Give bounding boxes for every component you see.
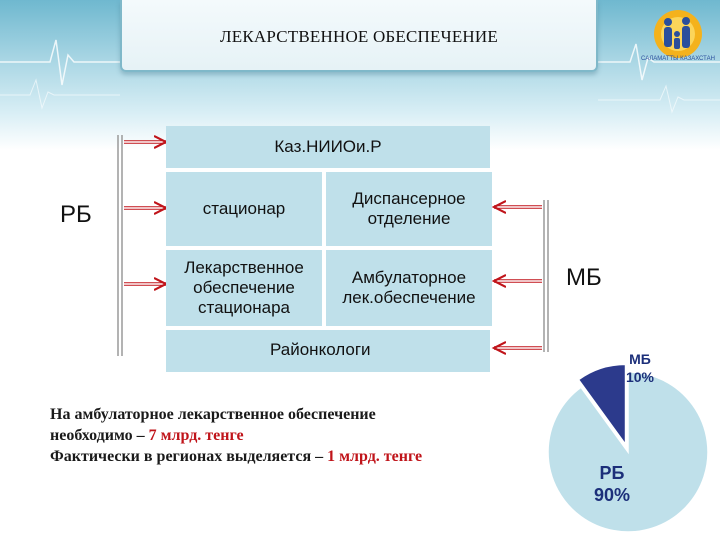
pie-label-mb-value: 10% (625, 369, 655, 385)
note-line-3: Фактически в регионах выделяется – 1 млр… (50, 448, 423, 465)
funding-note: На амбулаторное лекарственное обеспечени… (50, 404, 490, 467)
pie-label-mb-name: МБ (629, 351, 651, 367)
family-icon (664, 17, 690, 49)
title-panel: ЛЕКАРСТВЕННОЕ ОБЕСПЕЧЕНИЕ (120, 0, 598, 72)
left-bracket (117, 135, 123, 356)
pie-label-rb-value: 90% (593, 485, 631, 505)
page-title: ЛЕКАРСТВЕННОЕ ОБЕСПЕЧЕНИЕ (220, 27, 498, 46)
box-dispensary: Диспансерное отделение (326, 172, 492, 246)
note-line-1: На амбулаторное лекарственное обеспечени… (50, 406, 376, 423)
allocated-amount: 1 млрд. тенге (327, 448, 423, 465)
note-line-2: необходимо – 7 млрд. тенге (50, 427, 244, 444)
box-inpatient-drug-supply: Лекарственное обеспечение стационара (166, 250, 322, 326)
pie-label-rb: РБ 90% (580, 462, 644, 506)
box-kaznii: Каз.НИИОи.Р (166, 126, 490, 168)
ecg-line-decoration (0, 39, 720, 114)
mb-label: МБ (566, 264, 602, 291)
salamatty-kazakhstan-logo: САЛАМАТТЫ КАЗАХСТАН (641, 10, 715, 62)
box-outpatient-drug-supply: Амбулаторное лек.обеспечение (326, 250, 492, 326)
box-district-oncologists: Районкологи (166, 330, 490, 372)
box-inpatient: стационар (166, 172, 322, 246)
left-arrows (124, 142, 166, 284)
pie-label-mb: МБ 10% (612, 350, 668, 386)
required-amount: 7 млрд. тенге (148, 427, 244, 444)
pie-label-rb-name: РБ (599, 463, 625, 483)
rb-label: РБ (60, 201, 92, 228)
right-arrows (494, 207, 542, 348)
logo-caption: САЛАМАТТЫ КАЗАХСТАН (641, 56, 715, 62)
right-bracket (543, 200, 549, 352)
